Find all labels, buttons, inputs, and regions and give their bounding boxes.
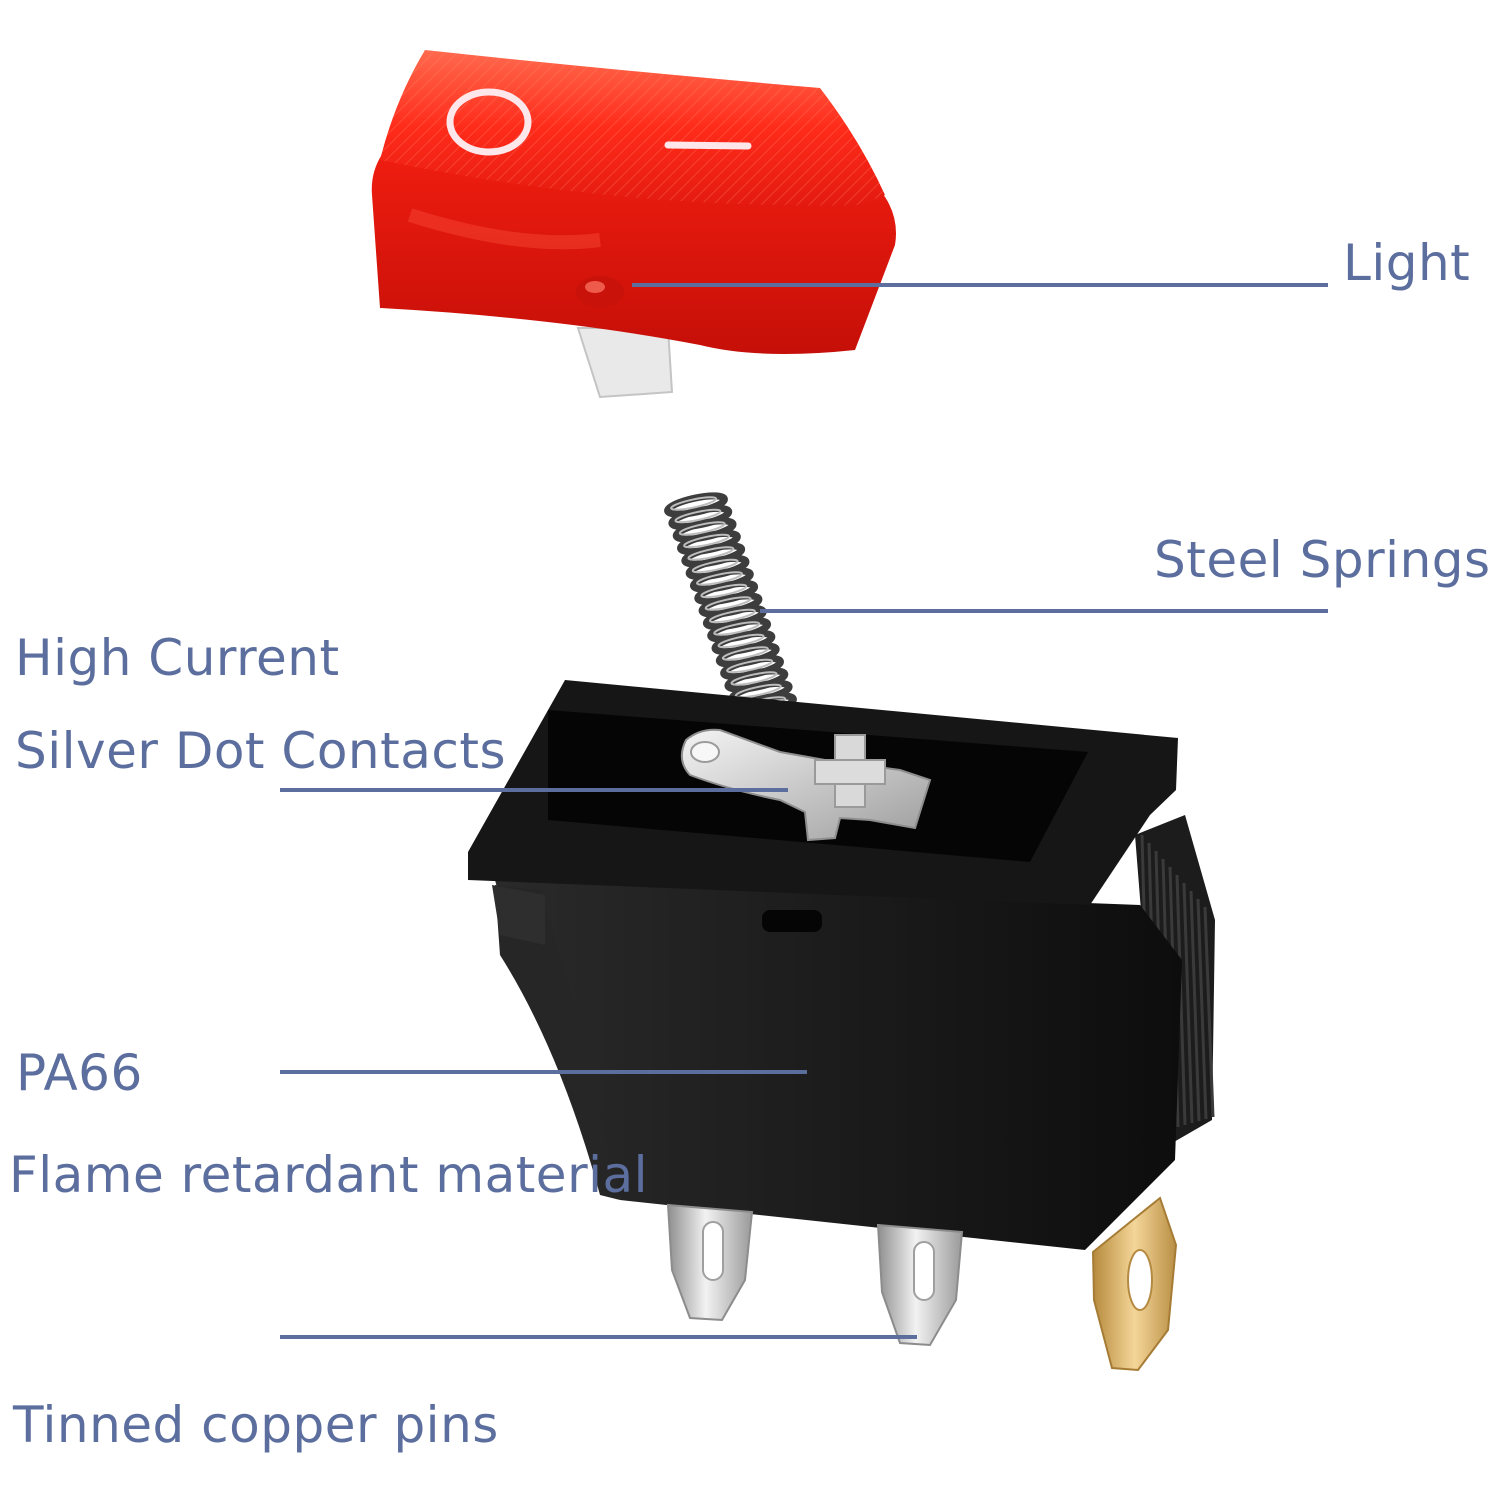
spring-coil-highlight	[726, 658, 774, 674]
switch-housing	[468, 680, 1215, 1250]
terminal-pins	[666, 1196, 1178, 1372]
leader-line-pins	[280, 1335, 917, 1339]
rocker-actuator	[371, 50, 896, 399]
silver-contact-icon	[680, 728, 932, 842]
housing-rib	[1182, 882, 1194, 1124]
spring-coil-highlight	[704, 596, 752, 611]
spring-coil-highlight	[734, 683, 782, 699]
spring-coil-highlight	[678, 521, 726, 536]
label-flame-retardant: Flame retardant material	[9, 1146, 649, 1204]
label-steel-springs: Steel Springs	[1154, 531, 1491, 589]
spring-icon	[664, 492, 797, 718]
housing-rib	[1189, 890, 1201, 1122]
spring-coil-highlight	[691, 558, 739, 574]
spring-coil-highlight	[700, 583, 748, 599]
housing-rib	[1203, 906, 1215, 1118]
off-symbol-icon	[446, 88, 532, 156]
leader-line-pa66	[280, 1070, 807, 1074]
rocker-stem	[576, 327, 674, 399]
leader-line-springs	[760, 609, 1328, 613]
spring-coil-highlight	[721, 646, 769, 661]
spring-coil-highlight	[695, 571, 744, 586]
housing-body	[495, 880, 1182, 1250]
label-light: Light	[1343, 234, 1471, 292]
spring-coil-highlight	[730, 671, 778, 686]
leader-line-contacts	[280, 788, 788, 792]
spring-coil-highlight	[687, 546, 735, 561]
spring-coil-highlight	[674, 508, 722, 524]
spring-coil-highlight	[683, 533, 731, 549]
leader-line-light	[632, 283, 1328, 287]
label-silver-dot-contacts: Silver Dot Contacts	[15, 722, 506, 780]
label-tinned-copper-pins: Tinned copper pins	[13, 1396, 499, 1454]
housing-rib	[1175, 874, 1187, 1126]
spring-coil-highlight	[708, 608, 756, 624]
spring-coil-highlight	[713, 621, 761, 636]
spring-coil-highlight	[670, 496, 718, 511]
label-high-current: High Current	[15, 629, 340, 687]
housing-rib	[1196, 898, 1208, 1120]
spring-coil-highlight	[717, 633, 765, 649]
label-pa66: PA66	[16, 1044, 143, 1102]
on-symbol-icon	[664, 141, 752, 150]
